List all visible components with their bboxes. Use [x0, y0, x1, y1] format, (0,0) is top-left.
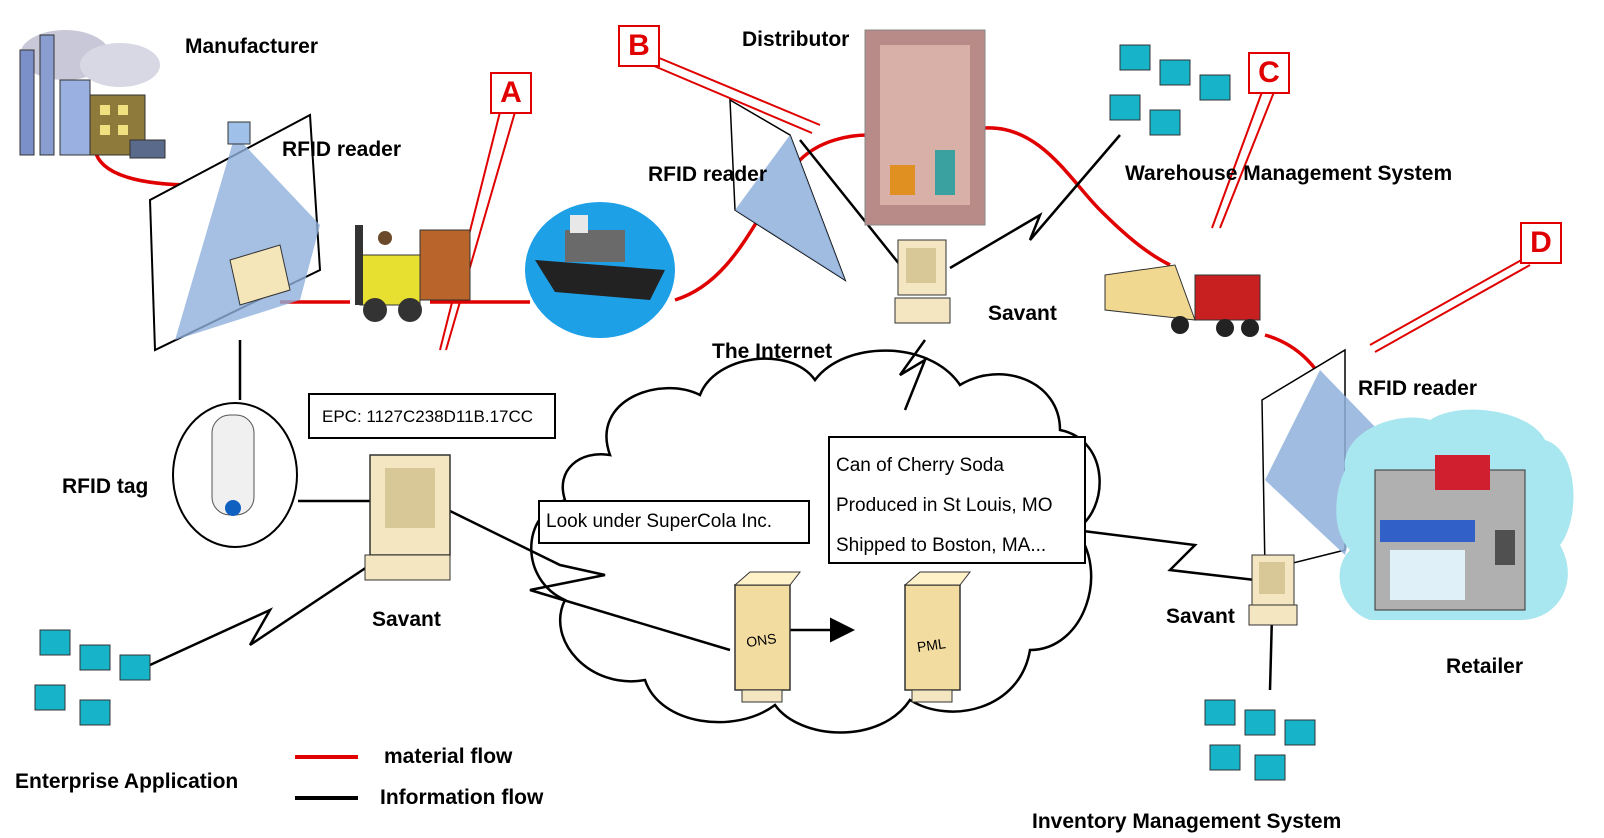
savant-left-computer-icon	[364, 454, 451, 581]
ons-server-icon	[733, 571, 802, 703]
manufacturer-label: Manufacturer	[185, 35, 319, 58]
rfid-reader-retailer-label: RFID reader	[1358, 377, 1478, 400]
product-info-bubble: Can of Cherry Soda Produced in St Louis,…	[828, 436, 1086, 564]
savant-top-label: Savant	[988, 302, 1057, 325]
savant-left-label: Savant	[372, 608, 441, 631]
rfid-tag-label: RFID tag	[62, 475, 149, 498]
pml-server-icon	[903, 571, 972, 703]
truck-icon	[1104, 264, 1261, 337]
savant-top-computer-icon	[894, 239, 951, 324]
inventory-system-label: Inventory Management System	[1032, 810, 1342, 833]
factory-icon	[19, 30, 166, 159]
ons-server-label: ONS	[745, 630, 777, 650]
callout-a: A	[490, 72, 532, 114]
product-line-2: Produced in St Louis, MO	[836, 495, 1053, 516]
information-flow-lines	[149, 134, 1307, 691]
rfid-reader-manufacturer-label: RFID reader	[282, 138, 402, 161]
rfid-reader-distributor-label: RFID reader	[648, 163, 768, 186]
enterprise-application-network-icon	[34, 629, 151, 726]
legend-information-flow-text: Information flow	[380, 786, 544, 809]
product-line-1: Can of Cherry Soda	[836, 455, 1004, 476]
retailer-label: Retailer	[1446, 655, 1524, 678]
epc-bubble: EPC: 1127C238D11B.17CC	[308, 393, 556, 439]
warehouse-system-network-icon	[1109, 44, 1231, 136]
warehouse-system-label: Warehouse Management System	[1125, 162, 1453, 185]
store-icon	[1336, 409, 1574, 620]
rfid-reader-manufacturer-icon	[148, 113, 322, 352]
rfid-reader-distributor-icon	[729, 98, 847, 282]
lookup-text: Look under SuperCola Inc.	[546, 511, 773, 532]
distributor-label: Distributor	[742, 28, 850, 51]
forklift-icon	[355, 225, 471, 322]
savant-right-computer-icon	[1248, 554, 1298, 626]
callout-c: C	[1248, 52, 1290, 94]
epc-code-text: EPC: 1127C238D11B.17CC	[322, 407, 534, 426]
the-internet-label: The Internet	[712, 340, 833, 363]
rfid-tag-icon	[172, 402, 298, 548]
enterprise-application-label: Enterprise Application	[15, 770, 239, 793]
pml-server-label: PML	[916, 635, 947, 655]
product-line-3: Shipped to Boston, MA...	[836, 535, 1047, 556]
legend-material-flow-text: material flow	[384, 745, 513, 768]
callout-d: D	[1520, 222, 1562, 264]
inventory-system-network-icon	[1204, 699, 1316, 781]
callout-b: B	[618, 25, 660, 67]
lookup-bubble: Look under SuperCola Inc.	[538, 500, 810, 544]
savant-right-label: Savant	[1166, 605, 1235, 628]
ship-icon	[525, 202, 675, 338]
warehouse-icon	[864, 29, 986, 226]
